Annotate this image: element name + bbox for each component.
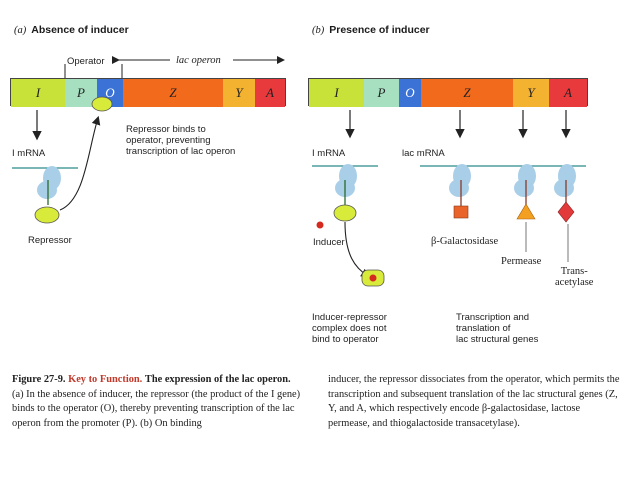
panel-b-title: (b)Presence of inducer xyxy=(312,24,430,36)
panel-a-title: (a)Absence of inducer xyxy=(14,24,129,36)
figure-caption-left: Figure 27-9. Key to Function. The expres… xyxy=(12,373,304,431)
repressor-label: Repressor xyxy=(28,235,72,246)
gene-i-a: I xyxy=(11,79,65,107)
ribosome-y xyxy=(514,164,536,206)
lac-mrna-label: lac mRNA xyxy=(402,148,445,159)
transacetylase-label: Trans- acetylase xyxy=(555,266,594,288)
galactosidase-protein xyxy=(453,205,469,219)
caption-left-text: (a) In the absence of inducer, the repre… xyxy=(12,388,301,429)
complex-inducer xyxy=(369,274,377,282)
permease-label: Permease xyxy=(501,256,542,267)
galactosidase-label: β-Galactosidase xyxy=(431,236,499,247)
complex-formation-arrow xyxy=(344,221,370,278)
transcription-text: Transcription and translation of lac str… xyxy=(456,312,539,345)
i-mrna-label-a: I mRNA xyxy=(12,148,46,159)
repressor-binding-arrow xyxy=(59,115,101,211)
gene-z-a: Z xyxy=(123,79,223,107)
gene-y-b: Y xyxy=(513,79,549,107)
figure-caption-right: inducer, the repressor dissociates from … xyxy=(328,373,620,431)
gene-bar-b: I P O Z Y A xyxy=(308,78,588,107)
complex-text: Inducer-repressor complex does not bind … xyxy=(312,312,387,345)
ribosome-a-gene xyxy=(554,164,576,204)
bound-repressor xyxy=(91,96,113,112)
repressor-b xyxy=(333,204,357,222)
lac-operon-label: lac operon xyxy=(176,55,221,66)
repressor-binds-text: Repressor binds to operator, preventing … xyxy=(126,124,236,157)
operator-bracket xyxy=(64,56,285,78)
ribosome-z xyxy=(449,164,471,206)
ribosome-b xyxy=(335,164,357,205)
gene-i-b: I xyxy=(309,79,364,107)
i-mrna-label-b: I mRNA xyxy=(312,148,346,159)
gene-a-a: A xyxy=(255,79,285,107)
figure-number: Figure 27-9. xyxy=(12,374,66,385)
gene-o-b: O xyxy=(399,79,421,107)
operator-label: Operator xyxy=(67,56,105,67)
inducer-molecule xyxy=(316,221,324,229)
figure-title: The expression of the lac operon. xyxy=(144,374,291,385)
transacetylase-protein xyxy=(557,201,575,223)
gene-p-a: P xyxy=(65,79,97,107)
gene-a-b: A xyxy=(549,79,587,107)
key-to-function: Key to Function. xyxy=(68,374,143,385)
gene-z-b: Z xyxy=(421,79,513,107)
gene-y-a: Y xyxy=(223,79,255,107)
repressor-a xyxy=(34,206,60,224)
gene-p-b: P xyxy=(364,79,399,107)
permease-protein xyxy=(516,203,536,220)
ribosome-a xyxy=(37,166,61,205)
inducer-label: Inducer xyxy=(313,237,345,248)
caption-right-text: inducer, the repressor dissociates from … xyxy=(328,374,620,429)
